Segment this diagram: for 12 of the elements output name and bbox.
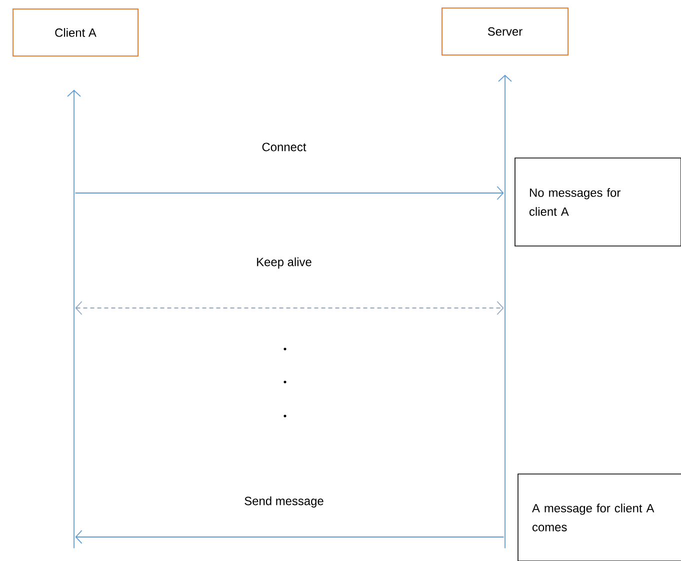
edge-label: Send message: [243, 495, 325, 509]
lifeline: [67, 90, 81, 549]
message-arrow: [74, 186, 504, 200]
edge-label: Connect: [260, 142, 308, 152]
participant-box: Server: [442, 8, 568, 56]
message-arrow: [75, 301, 504, 315]
edge-label: Keep alive: [255, 256, 313, 270]
lifeline: [498, 74, 512, 549]
note-box: A message for client A comes: [518, 474, 681, 561]
message-arrow: [75, 530, 504, 544]
note-box: No messages for client A: [514, 158, 681, 246]
participant-box: Client A: [12, 8, 138, 56]
